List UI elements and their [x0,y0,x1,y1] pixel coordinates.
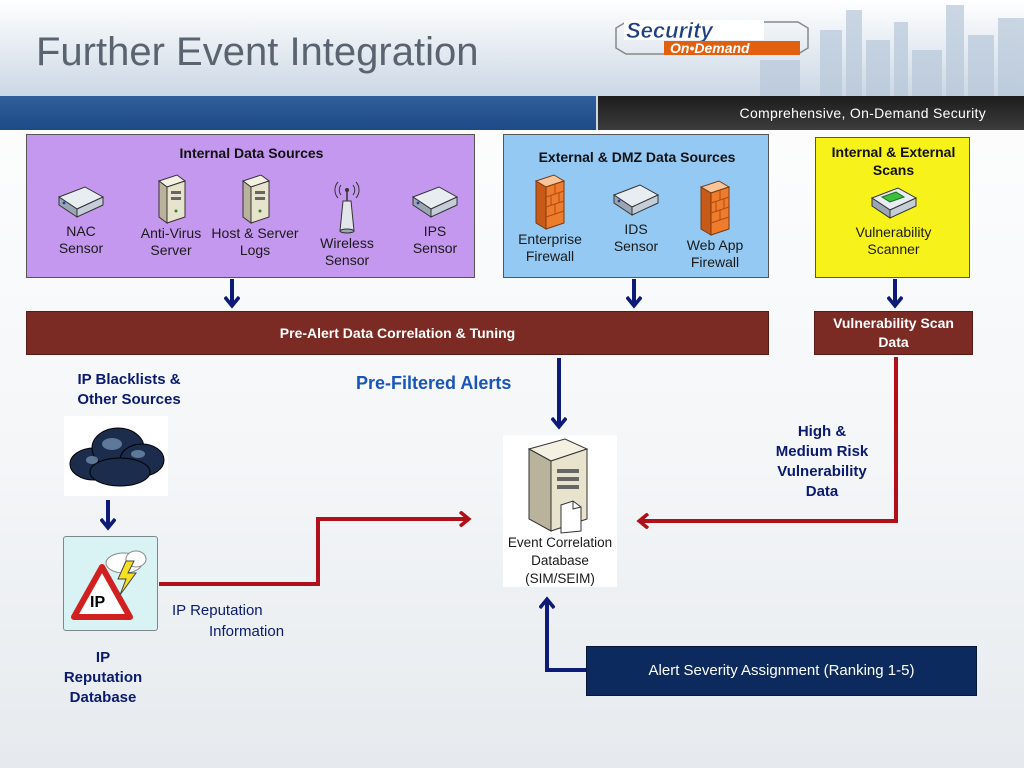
enterprise-firewall-label-1: Enterprise [518,231,582,247]
ips-sensor-label-2: Sensor [412,240,458,256]
ip-blacklists-line-2: Other Sources [77,391,181,408]
scans-title-line-1: Internal & External [831,144,956,160]
scans-title-line-2: Scans [872,162,915,178]
header-skyline-decoration [0,0,1024,100]
wireless-sensor-icon [334,181,360,234]
device-wireless-sensor: Wireless Sensor [311,179,383,269]
ip-reputation-db-line-1: IP [95,649,111,666]
event-correlation-line-3: (SIM/SEIM) [525,571,595,586]
ids-sensor-label-2: Sensor [613,238,659,254]
ip-reputation-db-line-2: Reputation [63,669,143,686]
arrow-ipdb-to-correlation [159,519,468,586]
anti-virus-label-2: Server [150,242,192,258]
security-on-demand-logo: Security On•Demand [615,18,809,56]
header-banner-dark [596,96,1024,130]
ids-sensor-icon [612,184,660,216]
pre-alert-correlation-bar: Pre-Alert Data Correlation & Tuning [26,311,769,355]
ip-reputation-info-line-1: IP Reputation [172,602,263,619]
page-title: Further Event Integration [36,30,479,74]
server-icon [241,174,271,224]
vulnerability-scan-data-box: Vulnerability Scan Data [814,311,973,355]
storm-cloud-icon [64,416,168,496]
wireless-sensor-label-1: Wireless [320,235,374,251]
pre-filtered-alerts-label: Pre-Filtered Alerts [356,373,512,393]
web-app-firewall-label-1: Web App [686,237,744,253]
firewall-icon [699,180,731,236]
ip-reputation-database-label: IP Reputation Database [43,648,163,708]
ip-reputation-information-label: IP Reputation Information [172,600,284,642]
device-ids-sensor: IDS Sensor [604,181,668,255]
vulnerability-scan-data-line-1: Vulnerability Scan [833,315,954,331]
logo-on-demand-text: On•Demand [670,40,750,56]
internal-data-sources-title: Internal Data Sources [179,145,324,161]
device-enterprise-firewall: Enterprise Firewall [512,173,588,265]
ip-blacklists-line-1: IP Blacklists & [77,371,181,388]
high-medium-risk-line-2: Medium Risk [775,443,869,460]
arrow-severity-to-db [547,600,586,672]
device-web-app-firewall: Web App Firewall [680,179,750,271]
anti-virus-label-1: Anti-Virus [140,225,202,241]
high-medium-risk-line-1: High & [797,423,847,440]
device-host-server-logs: Host & Server Logs [205,173,305,259]
ips-sensor-label-1: IPS [423,223,447,239]
alert-severity-assignment-box: Alert Severity Assignment (Ranking 1-5) [586,646,977,696]
ip-blacklists-label: IP Blacklists & Other Sources [56,370,202,410]
scans-title: Internal & External Scans [816,143,971,179]
vulnerability-scanner-label-1: Vulnerability [855,224,932,240]
device-nac-sensor: NAC Sensor [51,183,111,257]
vulnerability-scanner-icon [870,187,917,219]
nac-sensor-label-1: NAC [66,223,96,239]
event-correlation-database-box [503,435,617,587]
vulnerability-scanner-label-2: Scanner [867,241,920,257]
device-anti-virus-server: Anti-Virus Server [131,173,211,259]
external-dmz-title: External & DMZ Data Sources [538,149,736,165]
enterprise-firewall-label-2: Firewall [525,248,575,264]
ids-sensor-label-1: IDS [624,221,648,237]
wireless-sensor-label-2: Sensor [324,252,370,268]
nac-sensor-icon [57,186,105,218]
warning-lightning-icon: IP [71,550,147,620]
nac-sensor-label-2: Sensor [58,240,104,256]
vulnerability-scan-data-line-2: Data [878,334,909,350]
event-correlation-database-label: Event Correlation Database (SIM/SEIM) [497,534,623,588]
database-server-icon [527,438,589,534]
high-medium-risk-label: High & Medium Risk Vulnerability Data [762,422,882,502]
internal-data-sources-group: Internal Data Sources NAC Sensor Anti-Vi… [26,134,475,278]
ip-reputation-db-line-3: Database [69,689,137,706]
logo-security-text: Security [626,18,715,43]
device-vulnerability-scanner: Vulnerability Scanner [836,184,951,258]
web-app-firewall-label-2: Firewall [690,254,740,270]
ip-reputation-db-icon-box: IP [63,536,158,631]
event-correlation-line-1: Event Correlation [507,535,613,550]
internal-external-scans-group: Internal & External Scans Vulnerability … [815,137,970,278]
host-server-logs-label-1: Host & Server [211,225,299,241]
event-correlation-line-2: Database [531,553,589,568]
tagline: Comprehensive, On-Demand Security [739,105,986,121]
ip-icon-text: IP [90,594,105,611]
device-ips-sensor: IPS Sensor [405,183,465,257]
firewall-icon [534,174,566,230]
host-server-logs-label-2: Logs [239,242,271,258]
high-medium-risk-line-4: Data [805,483,839,500]
external-dmz-data-sources-group: External & DMZ Data Sources Enterprise F… [503,134,769,278]
ips-sensor-icon [411,186,459,218]
ip-reputation-info-line-2: Information [209,623,285,640]
server-icon [157,174,187,224]
high-medium-risk-line-3: Vulnerability [777,463,867,480]
